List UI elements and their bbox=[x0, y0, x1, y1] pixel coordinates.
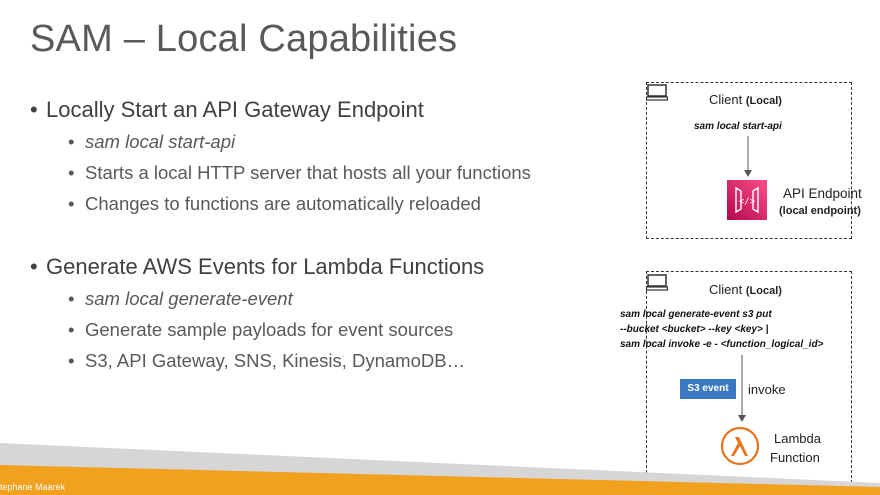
section1-heading: •Locally Start an API Gateway Endpoint bbox=[30, 97, 424, 122]
computer-icon bbox=[646, 84, 668, 101]
invoke-label: invoke bbox=[748, 382, 786, 397]
diagram2-client-label: Client (Local) bbox=[709, 282, 782, 297]
slide-title: SAM – Local Capabilities bbox=[30, 18, 458, 60]
section1-item: •Changes to functions are automatically … bbox=[68, 193, 481, 214]
api-gateway-icon: </> bbox=[727, 180, 767, 220]
lambda-label: Lambda bbox=[774, 431, 821, 446]
footer-band bbox=[0, 443, 880, 495]
svg-text:</>: </> bbox=[739, 197, 756, 207]
section2-item: •Generate sample payloads for event sour… bbox=[68, 319, 454, 340]
diagram1-endpoint-label: API Endpoint bbox=[783, 186, 862, 201]
diagram1-client-label: Client (Local) bbox=[709, 92, 782, 107]
lambda-icon bbox=[720, 426, 760, 466]
diagram-start-api-box bbox=[646, 82, 852, 239]
section2-item: •sam local generate-event bbox=[68, 288, 293, 309]
section2-heading: •Generate AWS Events for Lambda Function… bbox=[30, 254, 485, 279]
arrow-down bbox=[738, 355, 746, 422]
diagram1-command: sam local start-api bbox=[694, 121, 782, 132]
section2-item: •S3, API Gateway, SNS, Kinesis, DynamoDB… bbox=[68, 350, 466, 371]
section1-item: •sam local start-api bbox=[68, 131, 236, 152]
diagram2-command-line3: sam local invoke -e - <function_logical_… bbox=[620, 339, 824, 350]
diagram2-command-line2: --bucket <bucket> --key <key> | bbox=[620, 324, 769, 335]
diagram2-command-line1: sam local generate-event s3 put bbox=[620, 309, 772, 320]
author-name: tephane Maarek bbox=[0, 482, 66, 492]
lambda-label: Function bbox=[770, 450, 820, 465]
diagram1-endpoint-sub: (local endpoint) bbox=[779, 205, 861, 217]
section1-item: •Starts a local HTTP server that hosts a… bbox=[68, 162, 531, 183]
bullet-list: •Locally Start an API Gateway Endpoint •… bbox=[30, 94, 620, 376]
s3-event-badge: S3 event bbox=[680, 379, 736, 399]
arrow-down bbox=[744, 136, 752, 177]
computer-icon bbox=[646, 274, 668, 291]
